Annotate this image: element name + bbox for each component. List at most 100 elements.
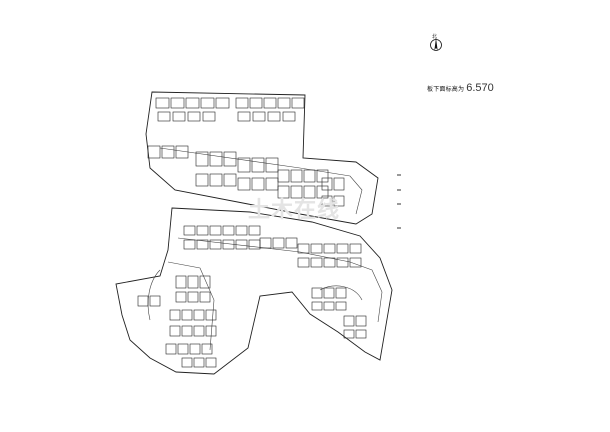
elevation-label: 板下面标高为: [427, 86, 465, 93]
building-block: [235, 225, 248, 236]
building-layer: [137, 97, 367, 368]
building-block: [205, 309, 217, 321]
building-block: [187, 275, 199, 289]
building-block: [199, 291, 211, 303]
building-block: [201, 343, 213, 355]
building-block: [237, 111, 251, 122]
building-block: [303, 185, 316, 199]
building-block: [335, 301, 347, 311]
north-arrow-icon: [430, 38, 442, 51]
building-block: [336, 243, 349, 254]
building-block: [161, 145, 175, 159]
building-block: [185, 97, 200, 109]
building-block: [251, 177, 265, 191]
building-block: [248, 225, 261, 236]
building-block: [267, 111, 281, 122]
building-block: [297, 257, 310, 268]
building-block: [183, 239, 196, 250]
building-block: [265, 177, 279, 191]
building-block: [355, 315, 367, 327]
building-block: [165, 343, 177, 355]
building-block: [303, 169, 316, 183]
building-block: [223, 173, 237, 187]
building-block: [177, 343, 189, 355]
building-block: [175, 275, 187, 289]
building-block: [237, 177, 251, 191]
watermark: 土木在线: [248, 198, 341, 223]
building-block: [147, 145, 161, 159]
building-block: [196, 239, 209, 250]
building-block: [277, 185, 290, 199]
building-block: [187, 291, 199, 303]
building-block: [272, 237, 285, 249]
building-block: [193, 357, 205, 368]
building-block: [195, 173, 209, 187]
building-block: [223, 151, 237, 167]
building-block: [290, 169, 303, 183]
building-block: [187, 111, 201, 122]
building-block: [251, 157, 265, 173]
building-block: [209, 225, 222, 236]
building-block: [205, 325, 217, 337]
building-block: [277, 97, 291, 109]
building-block: [149, 295, 161, 307]
building-block: [222, 225, 235, 236]
building-block: [252, 111, 266, 122]
building-block: [323, 243, 336, 254]
building-block: [215, 97, 230, 109]
building-block: [333, 195, 345, 207]
building-block: [323, 257, 336, 268]
building-block: [155, 97, 170, 109]
building-block: [181, 325, 193, 337]
building-block: [189, 343, 201, 355]
elevation-value: 6.570: [466, 82, 494, 94]
building-block: [290, 185, 303, 199]
building-block: [172, 111, 186, 122]
building-block: [265, 157, 279, 173]
building-block: [316, 169, 329, 183]
building-block: [249, 97, 263, 109]
building-block: [181, 309, 193, 321]
lower-block-outline: [115, 207, 393, 375]
building-block: [282, 111, 296, 122]
building-block: [263, 97, 277, 109]
building-block: [321, 195, 333, 207]
building-block: [355, 329, 367, 339]
building-block: [349, 243, 362, 254]
building-block: [343, 329, 355, 339]
building-block: [200, 97, 215, 109]
building-block: [285, 237, 298, 249]
building-block: [310, 243, 323, 254]
building-block: [335, 287, 347, 299]
building-block: [235, 239, 248, 250]
building-block: [209, 151, 223, 167]
building-block: [310, 257, 323, 268]
building-block: [336, 257, 349, 268]
building-block: [181, 357, 193, 368]
building-block: [175, 291, 187, 303]
building-block: [175, 145, 189, 159]
building-block: [291, 97, 305, 109]
building-block: [193, 309, 205, 321]
building-block: [183, 225, 196, 236]
building-block: [235, 97, 249, 109]
building-block: [311, 287, 323, 299]
building-block: [169, 309, 181, 321]
building-block: [199, 275, 211, 289]
north-label: 北: [432, 34, 438, 40]
building-block: [297, 243, 310, 254]
building-block: [349, 257, 362, 268]
building-block: [222, 239, 235, 250]
building-block: [193, 325, 205, 337]
upper-block-outline: [145, 91, 379, 225]
building-block: [333, 177, 345, 191]
building-block: [237, 157, 251, 173]
building-block: [323, 301, 335, 311]
building-block: [343, 315, 355, 327]
building-block: [157, 111, 171, 122]
building-block: [259, 237, 272, 249]
building-block: [209, 173, 223, 187]
building-block: [170, 97, 185, 109]
